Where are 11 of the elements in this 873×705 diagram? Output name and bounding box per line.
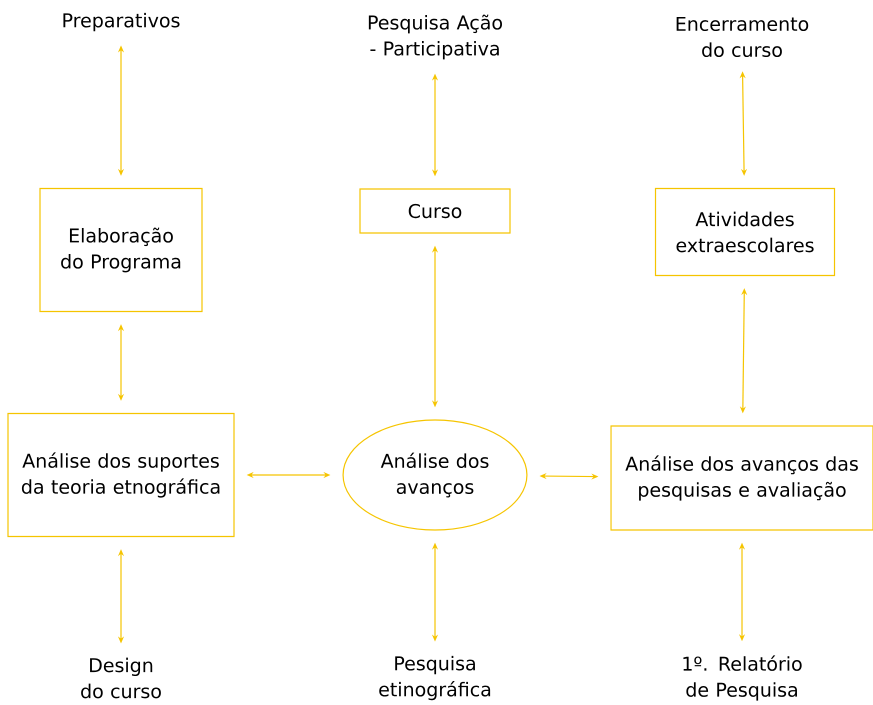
process-box: Análise dos avanços das pesquisas e avaliação xyxy=(610,425,873,531)
process-box: Atividades extraescolares xyxy=(654,188,836,276)
label-text: 1º. Relatório de Pesquisa xyxy=(683,655,802,701)
process-box: Curso xyxy=(359,188,511,234)
label-text: Pesquisa etinográfica xyxy=(379,656,490,700)
label-text: Pesquisa Ação - Participativa xyxy=(368,14,502,60)
label-text: Design do curso xyxy=(81,658,161,698)
process-box: Elaboração do Programa xyxy=(39,188,203,312)
process-box: Análise dos suportes da teoria etnográfica xyxy=(7,412,235,538)
label-text: Encerramento do curso xyxy=(676,16,808,58)
label-text: Preparativos xyxy=(63,12,180,32)
